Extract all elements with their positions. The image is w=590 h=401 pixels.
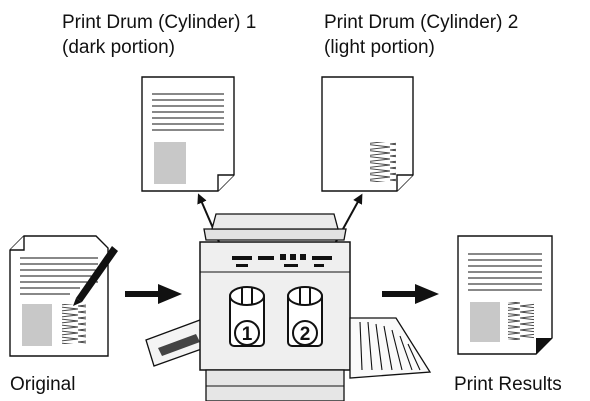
arrow-to-results [382, 284, 439, 304]
drum-1-master-sheet [141, 76, 235, 192]
pen-icon [73, 246, 118, 306]
print-results-label: Print Results [454, 374, 562, 395]
original-label: Original [10, 374, 76, 395]
drum-1-subtitle: (dark portion) [62, 37, 175, 58]
drum-1-caption: Print Drum (Cylinder) 1 (dark portion) [62, 10, 256, 60]
drum-2-caption: Print Drum (Cylinder) 2 (light portion) [324, 10, 518, 60]
drum-2-number: 2 [300, 324, 311, 345]
original-document [9, 235, 118, 357]
drum-2-master-sheet [321, 76, 414, 192]
drum-2-subtitle: (light portion) [324, 37, 435, 58]
print-drum-1: 1 [229, 286, 265, 347]
arrow-to-machine [125, 284, 182, 304]
drum-1-title: Print Drum (Cylinder) 1 [62, 12, 257, 33]
drum-2-title: Print Drum (Cylinder) 2 [324, 12, 519, 33]
duplicator-machine: 1 2 [145, 213, 432, 401]
print-drum-2: 2 [287, 286, 323, 347]
drum-1-number: 1 [242, 324, 253, 345]
print-results-document [457, 235, 553, 355]
